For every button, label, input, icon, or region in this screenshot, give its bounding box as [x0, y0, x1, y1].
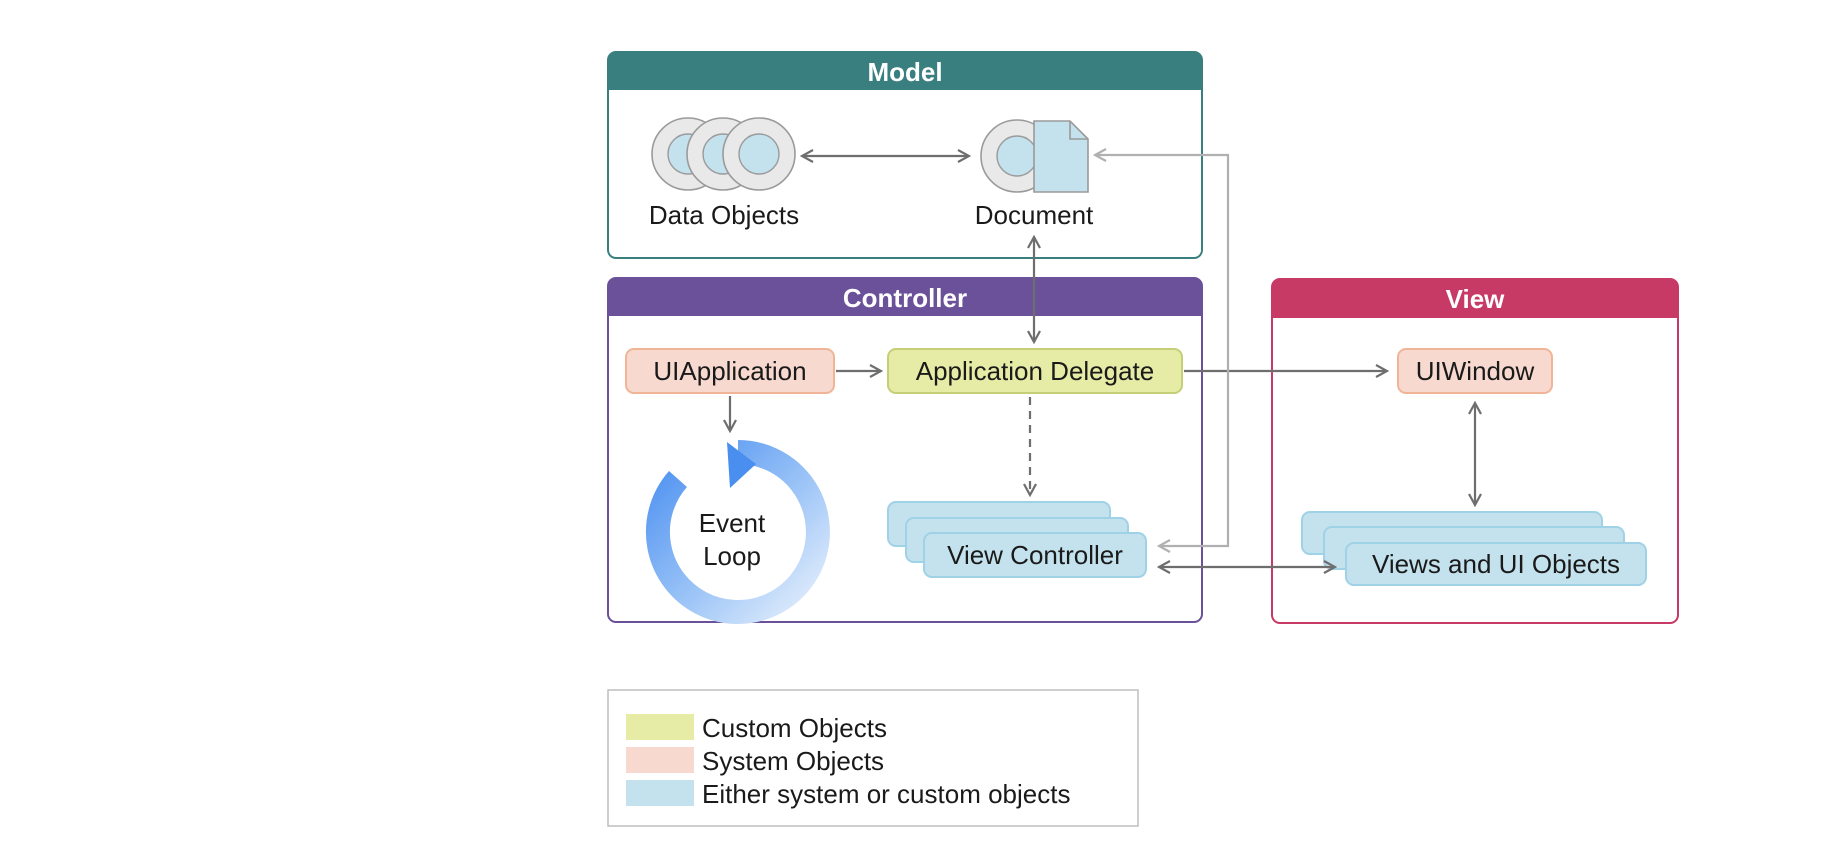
legend-swatch-system: [626, 747, 694, 773]
event-loop-arrow-head: [727, 442, 756, 488]
ui-application-node: UIApplication: [625, 348, 835, 394]
ui-window-node: UIWindow: [1397, 348, 1553, 394]
views-ui-objects-label: Views and UI Objects: [1372, 549, 1620, 579]
legend-label-custom: Custom Objects: [702, 713, 887, 743]
document-icon: [980, 119, 1089, 193]
data-objects-label: Data Objects: [649, 200, 799, 230]
legend-swatch-custom: [626, 714, 694, 740]
viewcontroller-document-arrow: [1096, 155, 1230, 546]
event-loop-label-line2: Loop: [703, 541, 761, 571]
ui-application-label: UIApplication: [653, 356, 806, 386]
application-delegate-node: Application Delegate: [887, 348, 1183, 394]
document-label: Document: [975, 200, 1094, 230]
data-objects-icon: [651, 117, 796, 191]
legend-label-system: System Objects: [702, 746, 884, 776]
ui-window-label: UIWindow: [1416, 356, 1535, 386]
view-controller-stack: View Controller: [887, 501, 1147, 578]
legend: Custom Objects System Objects Either sys…: [607, 689, 1139, 827]
controller-title: Controller: [843, 283, 967, 313]
application-delegate-label: Application Delegate: [916, 356, 1155, 386]
views-ui-objects-stack: Views and UI Objects: [1301, 511, 1647, 586]
event-loop-label-line1: Event: [699, 508, 766, 538]
view-controller-label: View Controller: [947, 540, 1123, 570]
model-title: Model: [867, 57, 942, 87]
view-title: View: [1446, 284, 1506, 314]
legend-label-either: Either system or custom objects: [702, 779, 1070, 809]
event-loop-icon: [645, 440, 830, 624]
legend-swatch-either: [626, 780, 694, 806]
